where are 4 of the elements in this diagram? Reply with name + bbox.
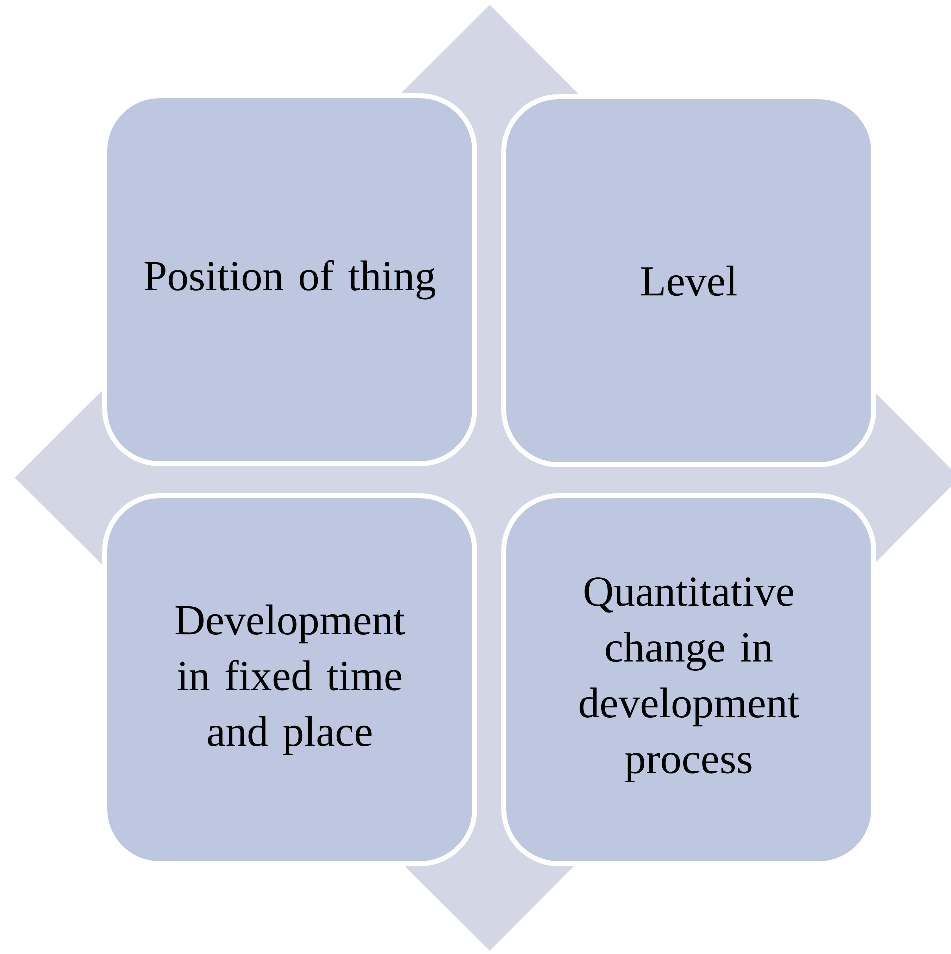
rounded-box: Level [502,94,876,468]
rounded-box: Quantitative change in development process [502,494,876,866]
rounded-box: Position of thing [102,94,478,466]
rounded-box: Development in fixed time and place [102,494,478,866]
